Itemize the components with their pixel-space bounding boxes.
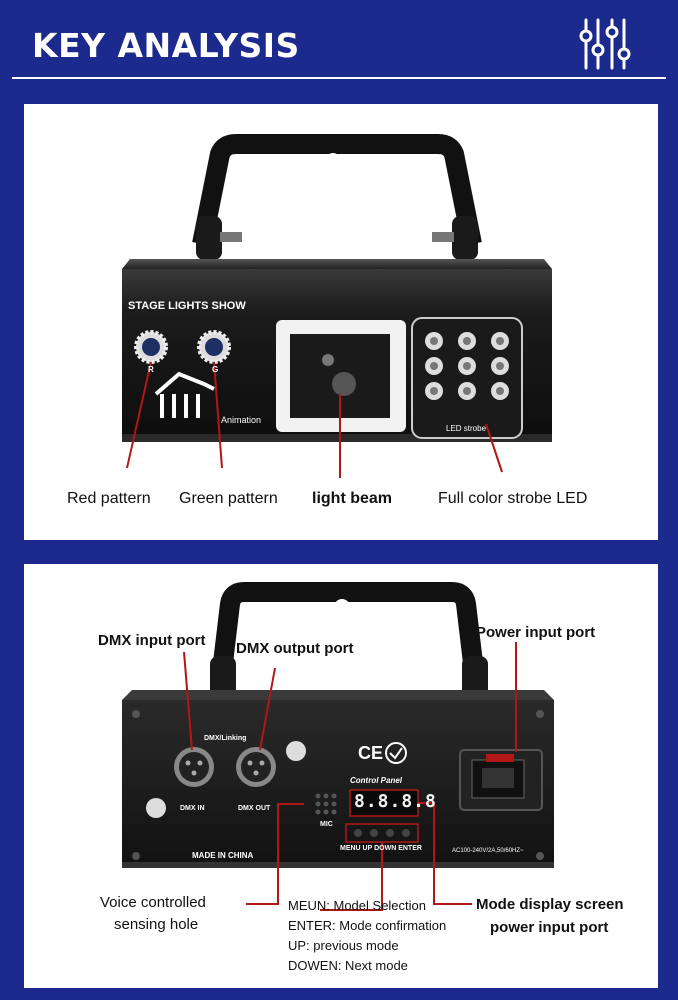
ce-print: CE [358, 743, 384, 763]
green-pattern-label: Green pattern [179, 490, 278, 507]
voice-sensing-label-2: sensing hole [114, 916, 199, 933]
dmx-input-label: DMX input port [98, 632, 206, 649]
down-note: DOWEN: Next mode [288, 958, 408, 973]
header: KEY ANALYSIS [0, 0, 678, 82]
rear-view-panel: DMX/Linking DMX IN DMX OUT CE Control Pa… [24, 564, 658, 988]
led-strobe-print: LED strobe [446, 424, 487, 433]
rear-device-image [122, 582, 554, 911]
menu-note: MEUN: Model Selection [288, 898, 426, 913]
front-brand-print: STAGE LIGHTS SHOW [128, 300, 246, 312]
control-panel-print: Control Panel [350, 776, 403, 785]
red-pattern-label: Red pattern [67, 490, 151, 507]
voice-sensing-label-1: Voice controlled [100, 894, 206, 911]
knob-g-print: G [212, 365, 219, 374]
light-beam-label: light beam [312, 490, 393, 507]
animation-print: Animation [221, 415, 262, 425]
knob-r-print: R [148, 365, 154, 374]
front-view-panel: STAGE LIGHTS SHOW R G Animation LED stro… [24, 104, 658, 540]
header-divider [12, 77, 666, 79]
made-in-print: MADE IN CHINA [192, 851, 254, 860]
power-input-label: Power input port [476, 624, 596, 641]
up-note: UP: previous mode [288, 938, 399, 953]
dmx-in-print: DMX IN [180, 805, 205, 812]
dmx-output-label: DMX output port [236, 640, 354, 657]
mode-display-label: Mode display screen [476, 896, 624, 913]
mic-print: MIC [320, 821, 333, 828]
dmx-linking-print: DMX/Linking [204, 735, 247, 742]
control-buttons-print: MENU UP DOWN ENTER [340, 845, 422, 852]
power-spec-print: AC100-240V/2A,50/60HZ~ [452, 848, 524, 854]
front-device-image [122, 134, 552, 478]
strobe-led-label: Full color strobe LED [438, 490, 588, 507]
enter-note: ENTER: Mode confirmation [288, 918, 447, 933]
power-input-label-2: power input port [490, 919, 609, 936]
page-title: KEY ANALYSIS [32, 26, 300, 65]
mixer-sliders-icon [579, 18, 631, 70]
dmx-out-print: DMX OUT [238, 805, 271, 812]
mode-display-screen: 8.8.8.8 [354, 791, 437, 812]
